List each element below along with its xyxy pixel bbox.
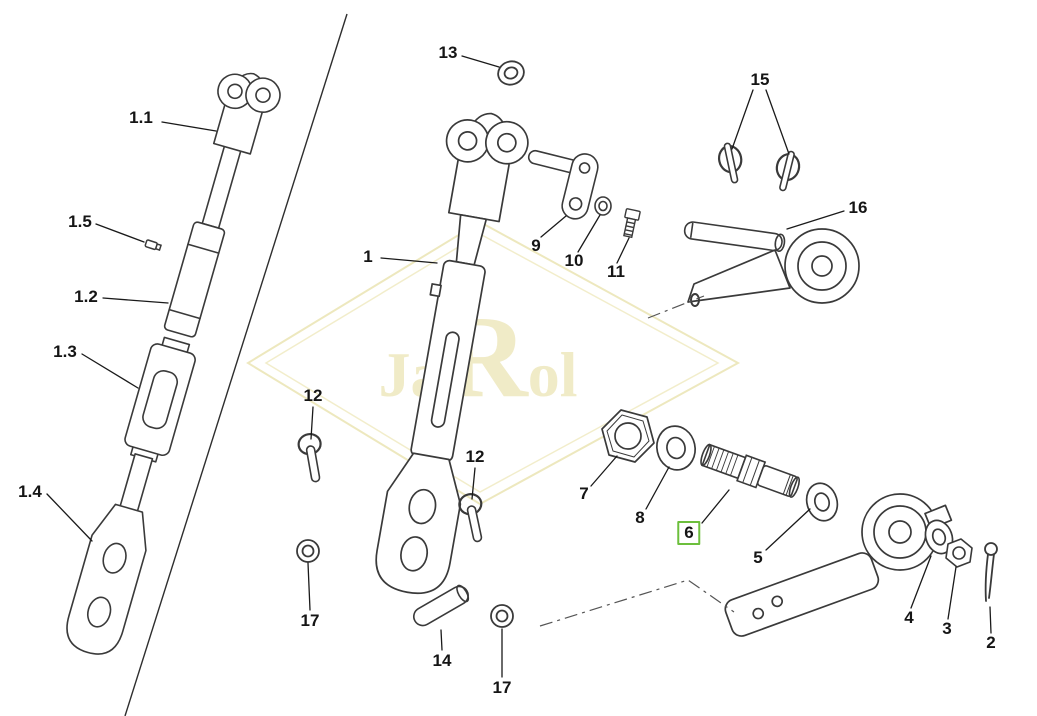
part-washer-5: [805, 482, 839, 522]
part-fork: [375, 452, 462, 595]
separator-line: [124, 13, 348, 716]
callout-1-2[interactable]: 1.2: [74, 287, 98, 306]
part-ring-17-left: [296, 539, 320, 563]
part-linch-pin-12-left: [297, 432, 322, 483]
callout-7[interactable]: 7: [579, 484, 589, 503]
part-linch-pin-15-left: [717, 142, 743, 184]
part-washer-8: [656, 425, 696, 471]
part-bolt-11: [623, 208, 641, 239]
callout-2[interactable]: 2: [986, 633, 996, 652]
part-upper-shaft: [201, 143, 243, 229]
part-body-tube: [410, 259, 486, 462]
callout-1-5[interactable]: 1.5: [68, 212, 92, 231]
part-linch-pin-12-right: [458, 493, 483, 543]
callout-3[interactable]: 3: [942, 619, 952, 638]
part-washer-4: [924, 519, 954, 555]
part-handle-pin: [527, 149, 599, 220]
assembled-top-link: [66, 72, 281, 655]
part-clamp: [124, 336, 196, 463]
callout-6-highlighted[interactable]: 6: [677, 521, 701, 545]
part-pin-16: [683, 221, 786, 253]
centerline-dashdot-upper: [647, 295, 705, 319]
callout-9[interactable]: 9: [531, 236, 541, 255]
callout-13[interactable]: 13: [438, 43, 458, 62]
part-grease-fitting: [144, 239, 162, 251]
part-adjuster-sleeve: [163, 221, 226, 338]
callout-15[interactable]: 15: [750, 70, 770, 89]
part-nut-3: [945, 538, 973, 568]
callout-12-right[interactable]: 12: [465, 447, 485, 466]
callout-5[interactable]: 5: [753, 548, 763, 567]
callout-16[interactable]: 16: [848, 198, 868, 217]
part-pin-14: [412, 584, 470, 627]
callout-17-left[interactable]: 17: [300, 611, 320, 630]
callout-8[interactable]: 8: [635, 508, 645, 527]
centerline-dashdot-lower: [539, 579, 735, 627]
callout-11[interactable]: 11: [607, 262, 625, 281]
part-linch-pin-15-right: [775, 150, 801, 192]
part-clevis: [445, 112, 529, 223]
callout-14[interactable]: 14: [432, 651, 452, 670]
part-top-link-ball-end: [687, 228, 860, 307]
callout-17-bottom[interactable]: 17: [492, 678, 512, 697]
part-lower-shaft: [118, 453, 154, 514]
leader-lines: [46, 55, 992, 678]
part-clevis-top: [212, 72, 281, 155]
callout-1-4[interactable]: 1.4: [18, 482, 42, 501]
part-fork-end: [66, 503, 147, 655]
callout-4[interactable]: 4: [904, 608, 914, 627]
part-nut-7: [601, 409, 655, 463]
callout-10[interactable]: 10: [564, 251, 584, 270]
part-threaded-stud-6: [700, 443, 801, 498]
part-ring-13: [497, 60, 525, 86]
callout-1-3[interactable]: 1.3: [53, 342, 77, 361]
part-ring-17-bottom: [490, 604, 514, 628]
part-cotter-pin-2: [984, 542, 998, 602]
callout-12-left[interactable]: 12: [303, 386, 323, 405]
part-ring-10: [594, 196, 612, 216]
part-neck: [455, 213, 488, 266]
callout-1-1[interactable]: 1.1: [129, 108, 153, 127]
exploded-top-link: [375, 112, 529, 595]
callout-1[interactable]: 1: [363, 247, 373, 266]
